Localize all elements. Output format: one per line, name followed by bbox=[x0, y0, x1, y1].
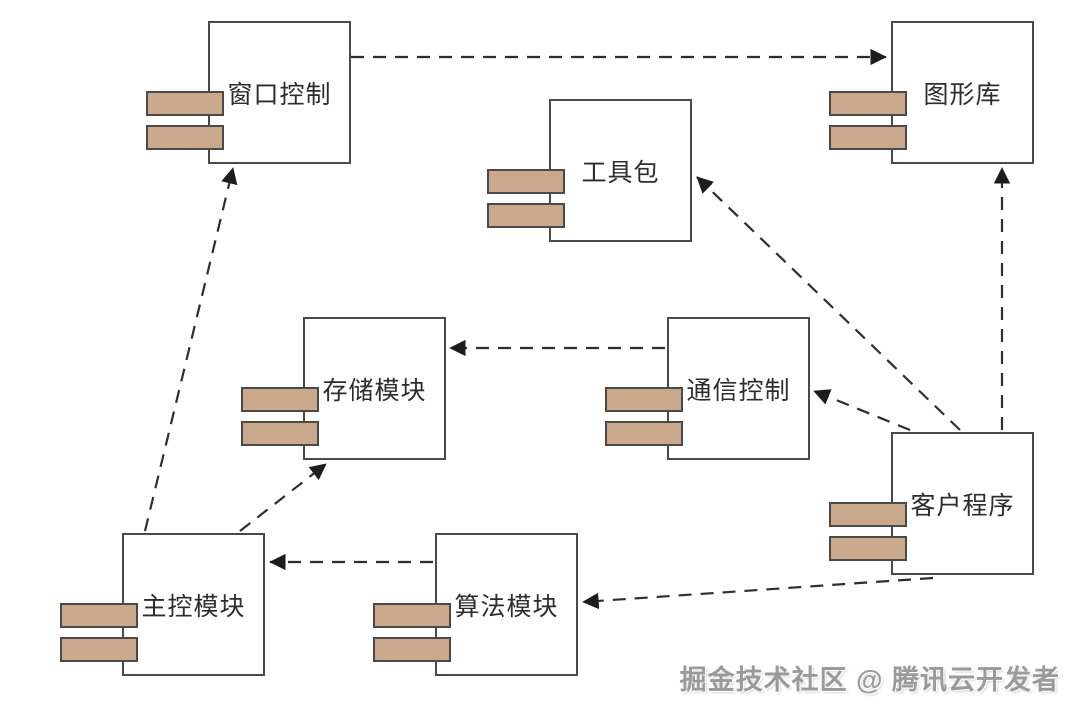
component-graphics-library: 图形库 bbox=[829, 21, 1034, 164]
edge-client-program-to-toolkit bbox=[696, 176, 961, 431]
uml-component-tab-icon bbox=[487, 169, 565, 194]
component-label: 主控模块 bbox=[141, 592, 246, 621]
component-label: 工具包 bbox=[581, 158, 660, 187]
component-algorithm-module: 算法模块 bbox=[373, 533, 578, 676]
edge-client-program-to-algorithm-module bbox=[582, 576, 934, 610]
component-client-program: 客户程序 bbox=[829, 432, 1034, 575]
uml-component-tab-icon bbox=[60, 603, 138, 628]
component-toolkit: 工具包 bbox=[487, 99, 692, 242]
uml-component-tab-icon bbox=[487, 203, 565, 228]
uml-component-tab-icon bbox=[605, 421, 683, 446]
edge-main-control-to-storage-module bbox=[239, 463, 327, 532]
edge-client-program-to-comm-control bbox=[813, 389, 911, 432]
uml-component-tab-icon bbox=[829, 536, 907, 561]
edge-main-control-to-window-control bbox=[143, 167, 238, 532]
component-label: 算法模块 bbox=[454, 592, 559, 621]
component-label: 通信控制 bbox=[686, 376, 791, 405]
uml-component-tab-icon bbox=[241, 387, 319, 412]
component-label: 窗口控制 bbox=[227, 80, 332, 109]
component-window-control: 窗口控制 bbox=[146, 21, 351, 164]
uml-component-tab-icon bbox=[605, 387, 683, 412]
watermark: 掘金技术社区 @ 腾讯云开发者 bbox=[679, 665, 1060, 695]
uml-component-tab-icon bbox=[373, 603, 451, 628]
component-label: 客户程序 bbox=[910, 491, 1015, 520]
component-comm-control: 通信控制 bbox=[605, 317, 810, 460]
uml-component-tab-icon bbox=[829, 125, 907, 150]
component-label: 存储模块 bbox=[322, 376, 427, 405]
uml-component-tab-icon bbox=[241, 421, 319, 446]
uml-component-tab-icon bbox=[829, 502, 907, 527]
component-storage-module: 存储模块 bbox=[241, 317, 446, 460]
component-label: 图形库 bbox=[923, 80, 1002, 109]
uml-component-tab-icon bbox=[829, 91, 907, 116]
uml-component-tab-icon bbox=[373, 637, 451, 662]
component-main-control: 主控模块 bbox=[60, 533, 265, 676]
uml-component-tab-icon bbox=[146, 91, 224, 116]
uml-component-tab-icon bbox=[146, 125, 224, 150]
uml-component-tab-icon bbox=[60, 637, 138, 662]
